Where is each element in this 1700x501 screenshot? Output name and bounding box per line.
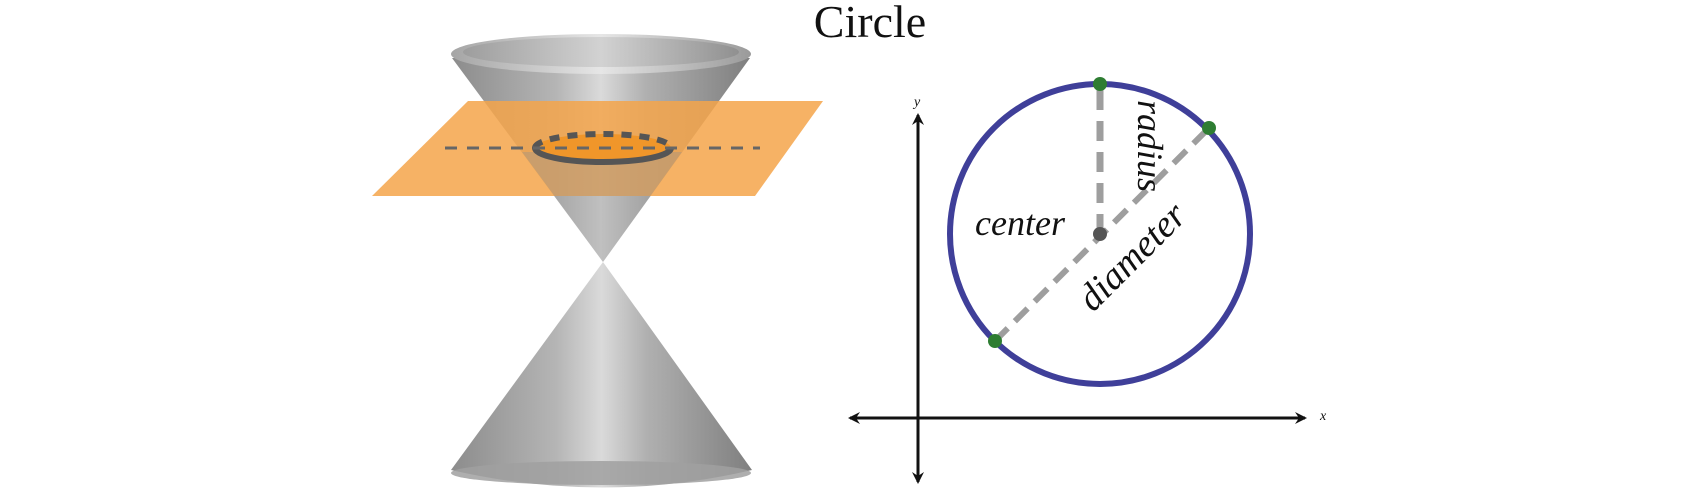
diameter-endpoint-bottom xyxy=(988,334,1002,348)
radius-label: radius xyxy=(1130,100,1170,192)
center-point xyxy=(1093,227,1107,241)
lower-cone xyxy=(451,262,752,488)
cross-section-circle xyxy=(445,131,760,165)
diameter-label: diameter xyxy=(1070,194,1195,319)
x-axis-label: x xyxy=(1319,409,1327,424)
cone-through-plane xyxy=(522,152,682,262)
upper-cone-opening xyxy=(463,37,739,67)
diameter-endpoint-top xyxy=(1202,121,1216,135)
lower-cone-base xyxy=(451,461,751,485)
y-axis-label: y xyxy=(912,95,921,110)
center-label: center xyxy=(975,203,1066,243)
figure-title: Circle xyxy=(813,0,927,47)
coordinate-axes: x y xyxy=(848,95,1327,484)
radius-endpoint xyxy=(1093,77,1107,91)
